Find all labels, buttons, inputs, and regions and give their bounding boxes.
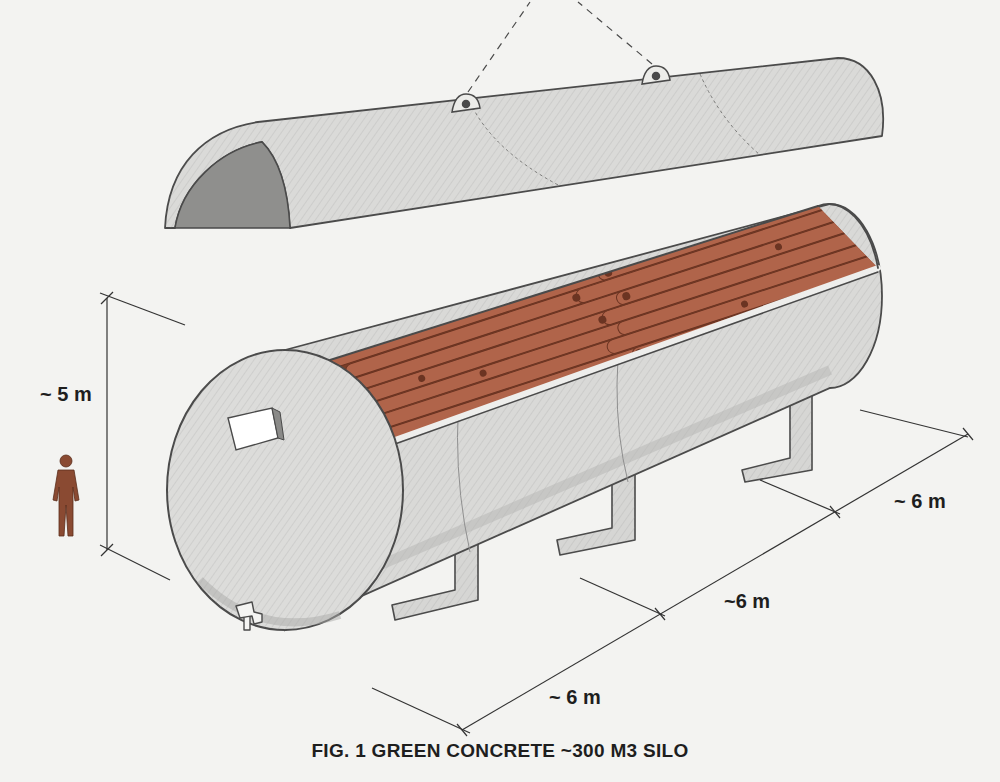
lid-half-shell <box>165 58 883 228</box>
front-end-cap <box>167 350 403 630</box>
dimension-lines <box>100 292 973 736</box>
dimension-label: ~ 6 m <box>547 686 603 709</box>
dimension-label: ~6 m <box>722 590 772 613</box>
figure-caption: FIG. 1 GREEN CONCRETE ~300 M3 SILO <box>309 740 690 762</box>
dimension-label: ~ 6 m <box>892 490 948 513</box>
scale-person <box>53 455 79 536</box>
log-load <box>311 179 914 485</box>
dimension-label: ~ 5 m <box>38 383 94 406</box>
lifting-sling <box>468 2 652 92</box>
drain-tap <box>236 602 262 630</box>
silo-rim <box>330 204 878 444</box>
lifting-lugs <box>452 66 670 112</box>
